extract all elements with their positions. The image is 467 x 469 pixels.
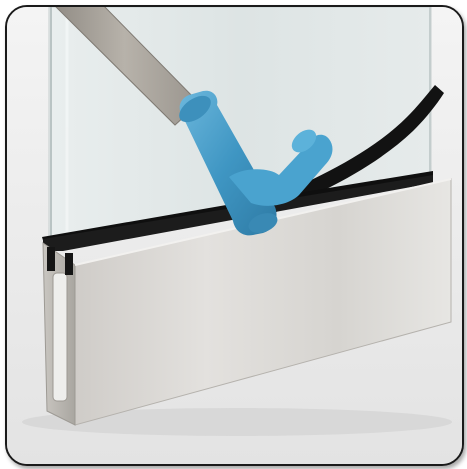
channel-end-slot xyxy=(53,273,67,401)
image-frame xyxy=(5,5,464,466)
channel-end-gasket xyxy=(47,247,55,271)
installation-scene xyxy=(7,7,462,464)
channel-end-gasket-right xyxy=(65,253,73,275)
